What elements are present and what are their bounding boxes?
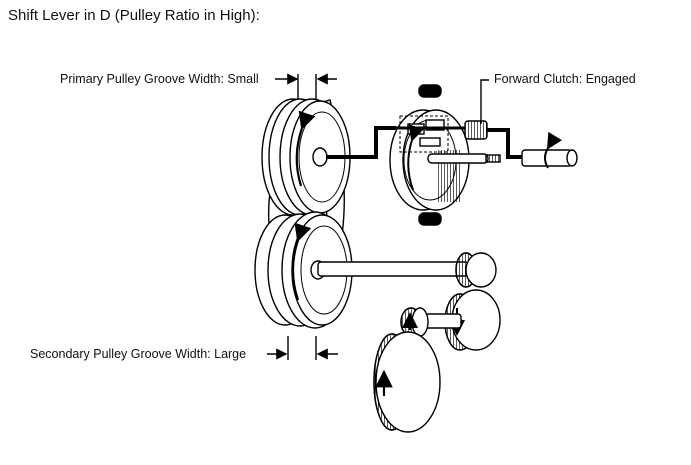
primary-pulley-label: Primary Pulley Groove Width: Small [60,72,259,86]
counter-gear-lower [400,289,501,351]
ring-gear [373,331,441,433]
clutch-leader-line [480,79,489,124]
primary-groove-dimension [275,73,337,103]
forward-clutch-label: Forward Clutch: Engaged [494,72,636,86]
counter-gear-upper [455,252,497,288]
forward-clutch [389,84,528,226]
diagram-title: Shift Lever in D (Pulley Ratio in High): [8,7,260,24]
input-shaft [521,131,578,169]
secondary-shaft [317,261,469,277]
primary-shaft [326,126,396,159]
secondary-groove-dimension [267,336,338,360]
secondary-pulley-label: Secondary Pulley Groove Width: Large [30,347,247,361]
primary-pulley [261,98,351,216]
